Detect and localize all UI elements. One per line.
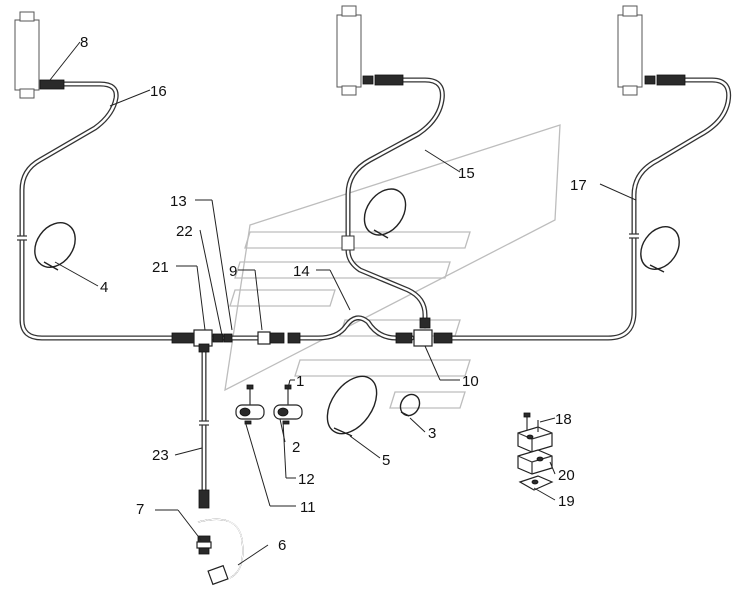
label-17: 17 — [570, 177, 587, 194]
hose-right — [447, 77, 732, 341]
hose-center — [209, 315, 415, 341]
label-9: 9 — [229, 263, 237, 280]
label-7: 7 — [136, 501, 144, 518]
label-18: 18 — [555, 411, 572, 428]
label-12: 12 — [298, 471, 315, 488]
label-2: 2 — [292, 439, 300, 456]
callout-labels: 8 16 4 15 17 13 22 21 9 14 1 10 3 18 2 2… — [80, 34, 587, 554]
cylinder-middle — [336, 5, 362, 96]
clamp-assembly-small — [235, 384, 303, 425]
hose-middle — [341, 77, 445, 329]
clamp-block-assembly — [517, 412, 554, 491]
label-10: 10 — [462, 373, 479, 390]
label-8: 8 — [80, 34, 88, 51]
label-23: 23 — [152, 447, 169, 464]
hose-vertical — [198, 345, 210, 495]
label-1: 1 — [296, 373, 304, 390]
adapter-and-sensor — [196, 518, 244, 586]
label-5: 5 — [382, 452, 390, 469]
label-13: 13 — [170, 193, 187, 210]
label-20: 20 — [558, 467, 575, 484]
cylinder-left — [14, 11, 40, 99]
label-3: 3 — [428, 425, 436, 442]
label-16: 16 — [150, 83, 167, 100]
leader-lines — [49, 41, 637, 566]
watermark — [224, 124, 561, 409]
label-19: 19 — [558, 493, 575, 510]
label-14: 14 — [293, 263, 310, 280]
label-4: 4 — [100, 279, 108, 296]
label-21: 21 — [152, 259, 169, 276]
label-22: 22 — [176, 223, 193, 240]
fittings — [39, 74, 686, 509]
hose-left — [16, 81, 175, 341]
hose-clamps — [34, 188, 680, 437]
label-15: 15 — [458, 165, 475, 182]
label-6: 6 — [278, 537, 286, 554]
label-11: 11 — [300, 499, 316, 516]
cylinder-right — [617, 5, 643, 96]
